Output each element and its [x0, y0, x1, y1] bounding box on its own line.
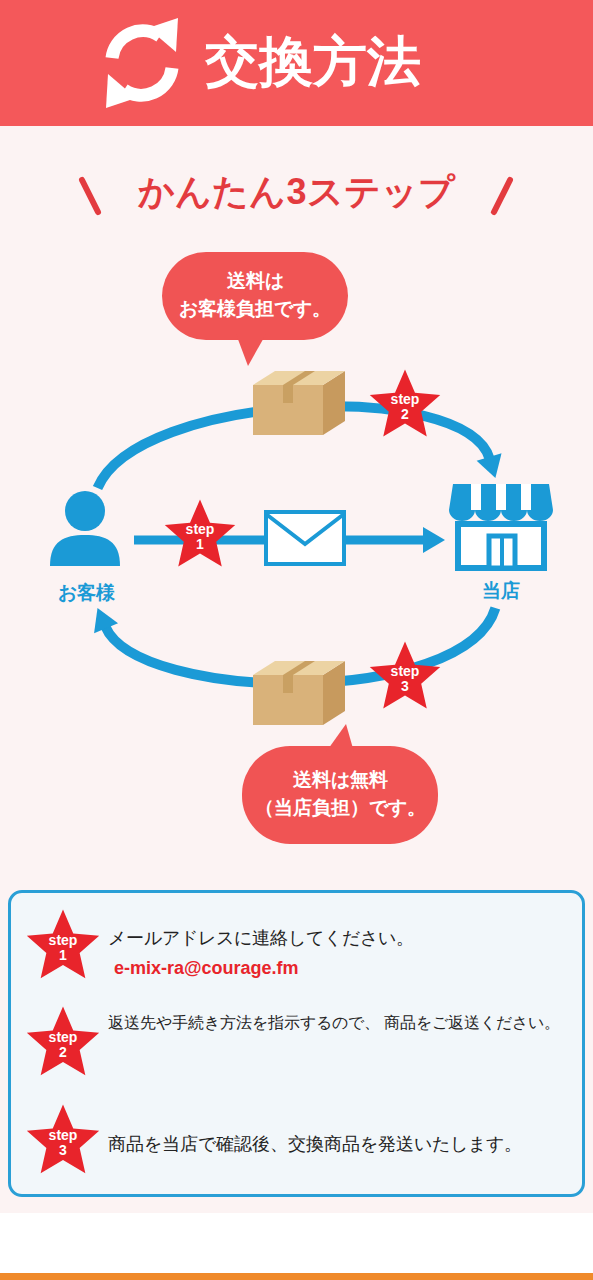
step-star: step 3 — [368, 640, 442, 714]
speech-bubble: 送料は お客様負担です。 — [160, 250, 350, 368]
pink-ground — [0, 125, 593, 1213]
node-text: お客様 — [38, 581, 134, 605]
step-instruction: 返送先や手続き方法を指示するので、 商品をご返送ください。 — [108, 1007, 560, 1038]
refresh-icon — [106, 74, 136, 108]
header-band — [0, 0, 593, 126]
envelope-icon — [266, 512, 344, 564]
step-number: step 3 — [368, 664, 442, 693]
step-star: step 2 — [368, 368, 442, 442]
step-star: step 3 — [25, 1103, 101, 1179]
email-address: e-mix-ra@courage.fm — [114, 953, 299, 984]
shop-icon — [500, 536, 504, 568]
step-number: step 3 — [25, 1128, 101, 1157]
parcel-box — [253, 371, 345, 385]
person-icon — [50, 491, 120, 566]
shop-icon — [496, 484, 506, 510]
node-text: 送料は お客様負担です。 — [165, 267, 345, 322]
page-title: 交換方法 — [205, 26, 421, 96]
step-number: step 1 — [25, 933, 101, 962]
parcel-box — [283, 371, 315, 385]
parcel-box — [253, 675, 323, 725]
steps-panel: メールアドレスに連絡してください。e-mix-ra@courage.fm 返送先や… — [8, 890, 585, 1197]
step-number: step 2 — [368, 392, 442, 421]
person-icon — [65, 491, 105, 531]
customer-node: お客様 — [38, 488, 134, 608]
step-star: step 1 — [25, 908, 101, 984]
step-number: step 2 — [25, 1030, 101, 1059]
arrow-head — [477, 453, 502, 478]
parcel-box — [283, 675, 293, 693]
bubble-body — [162, 252, 348, 340]
step-number: step 1 — [163, 522, 237, 551]
envelope-icon — [266, 514, 344, 544]
parcel-box — [253, 371, 345, 435]
speech-bubble: 送料は無料 （当店負担）です。 — [240, 722, 440, 847]
refresh-icon — [124, 68, 172, 95]
shop-icon — [458, 524, 544, 568]
arrow-head — [423, 527, 445, 553]
flow-arrow — [94, 608, 495, 684]
bubble-tail — [236, 334, 266, 366]
step-star: step 1 — [163, 498, 237, 572]
node-text: 当店 — [445, 579, 557, 603]
shop-icon — [449, 484, 553, 568]
arrow-head — [94, 608, 118, 633]
arrow-line — [105, 608, 495, 684]
footer-bar — [0, 1273, 593, 1280]
shop-icon — [489, 536, 515, 568]
bubble-tail — [326, 724, 354, 752]
bubble-body — [242, 746, 438, 844]
parcel-box — [253, 661, 345, 725]
shop-icon — [471, 484, 481, 510]
shop-node: 当店 — [445, 478, 557, 608]
shop-icon — [449, 484, 553, 510]
person-icon — [50, 535, 120, 566]
shop-icon — [521, 484, 531, 510]
shop-icon — [449, 510, 553, 521]
envelope-icon — [266, 512, 344, 564]
refresh-icon — [148, 18, 178, 52]
step-star: step 2 — [25, 1005, 101, 1081]
refresh-icon — [106, 18, 178, 108]
parcel-box — [253, 661, 345, 675]
step-instruction: 商品を当店で確認後、交換商品を発送いたします。 — [108, 1129, 522, 1160]
parcel-box — [253, 385, 323, 435]
parcel-box — [283, 661, 315, 675]
parcel-box — [283, 385, 293, 403]
subtitle-slash — [494, 180, 510, 212]
subtitle-slash — [82, 180, 98, 212]
step-instruction: メールアドレスに連絡してください。 — [108, 923, 414, 954]
node-text: 送料は無料 （当店負担）です。 — [245, 766, 435, 821]
subtitle-text: かんたん3ステップ — [0, 170, 593, 213]
refresh-icon — [112, 31, 160, 58]
